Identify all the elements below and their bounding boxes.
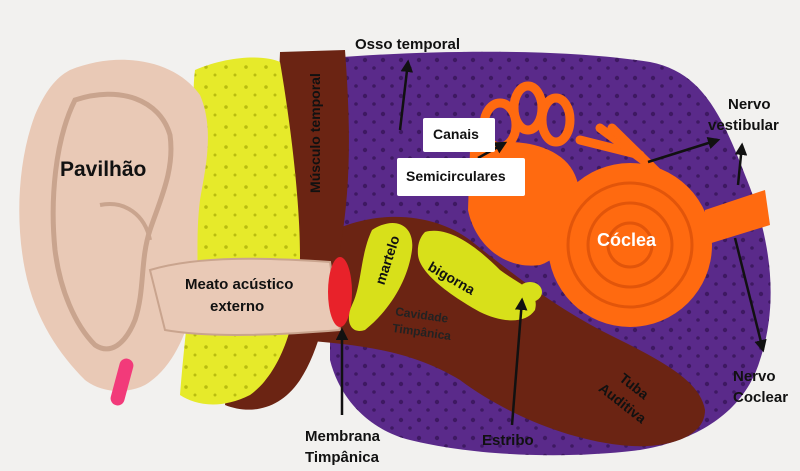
tympanic-membrane <box>328 257 352 327</box>
label-pavilhao: Pavilhão <box>60 158 147 181</box>
label-membrana-1: Membrana <box>305 428 381 445</box>
label-semicirculares: Semicirculares <box>406 168 506 184</box>
label-estribo: Estribo <box>482 432 534 449</box>
incus <box>417 230 536 321</box>
label-nervo-coclear-2: Coclear <box>733 389 789 406</box>
label-canais: Canais <box>433 126 479 142</box>
external-auditory-canal <box>148 257 342 336</box>
malleus <box>348 222 413 331</box>
canais-box <box>423 118 495 152</box>
label-meato-2: externo <box>210 298 265 315</box>
label-coclea: Cóclea <box>597 230 657 250</box>
label-nervo-coclear-1: Nervo <box>733 368 776 385</box>
label-osso-temporal: Osso temporal <box>355 36 461 53</box>
label-musculo-temporal: Músculo temporal <box>306 73 323 193</box>
earring <box>110 358 134 406</box>
stapes <box>518 282 542 302</box>
label-membrana-2: Timpânica <box>305 449 379 466</box>
label-nervo-vestibular-2: vestibular <box>708 117 779 134</box>
label-nervo-vestibular-1: Nervo <box>728 96 771 113</box>
pinna <box>19 59 208 392</box>
cochlea <box>548 163 770 327</box>
semicirculares-box <box>397 158 525 196</box>
label-meato-1: Meato acústico <box>185 276 294 293</box>
